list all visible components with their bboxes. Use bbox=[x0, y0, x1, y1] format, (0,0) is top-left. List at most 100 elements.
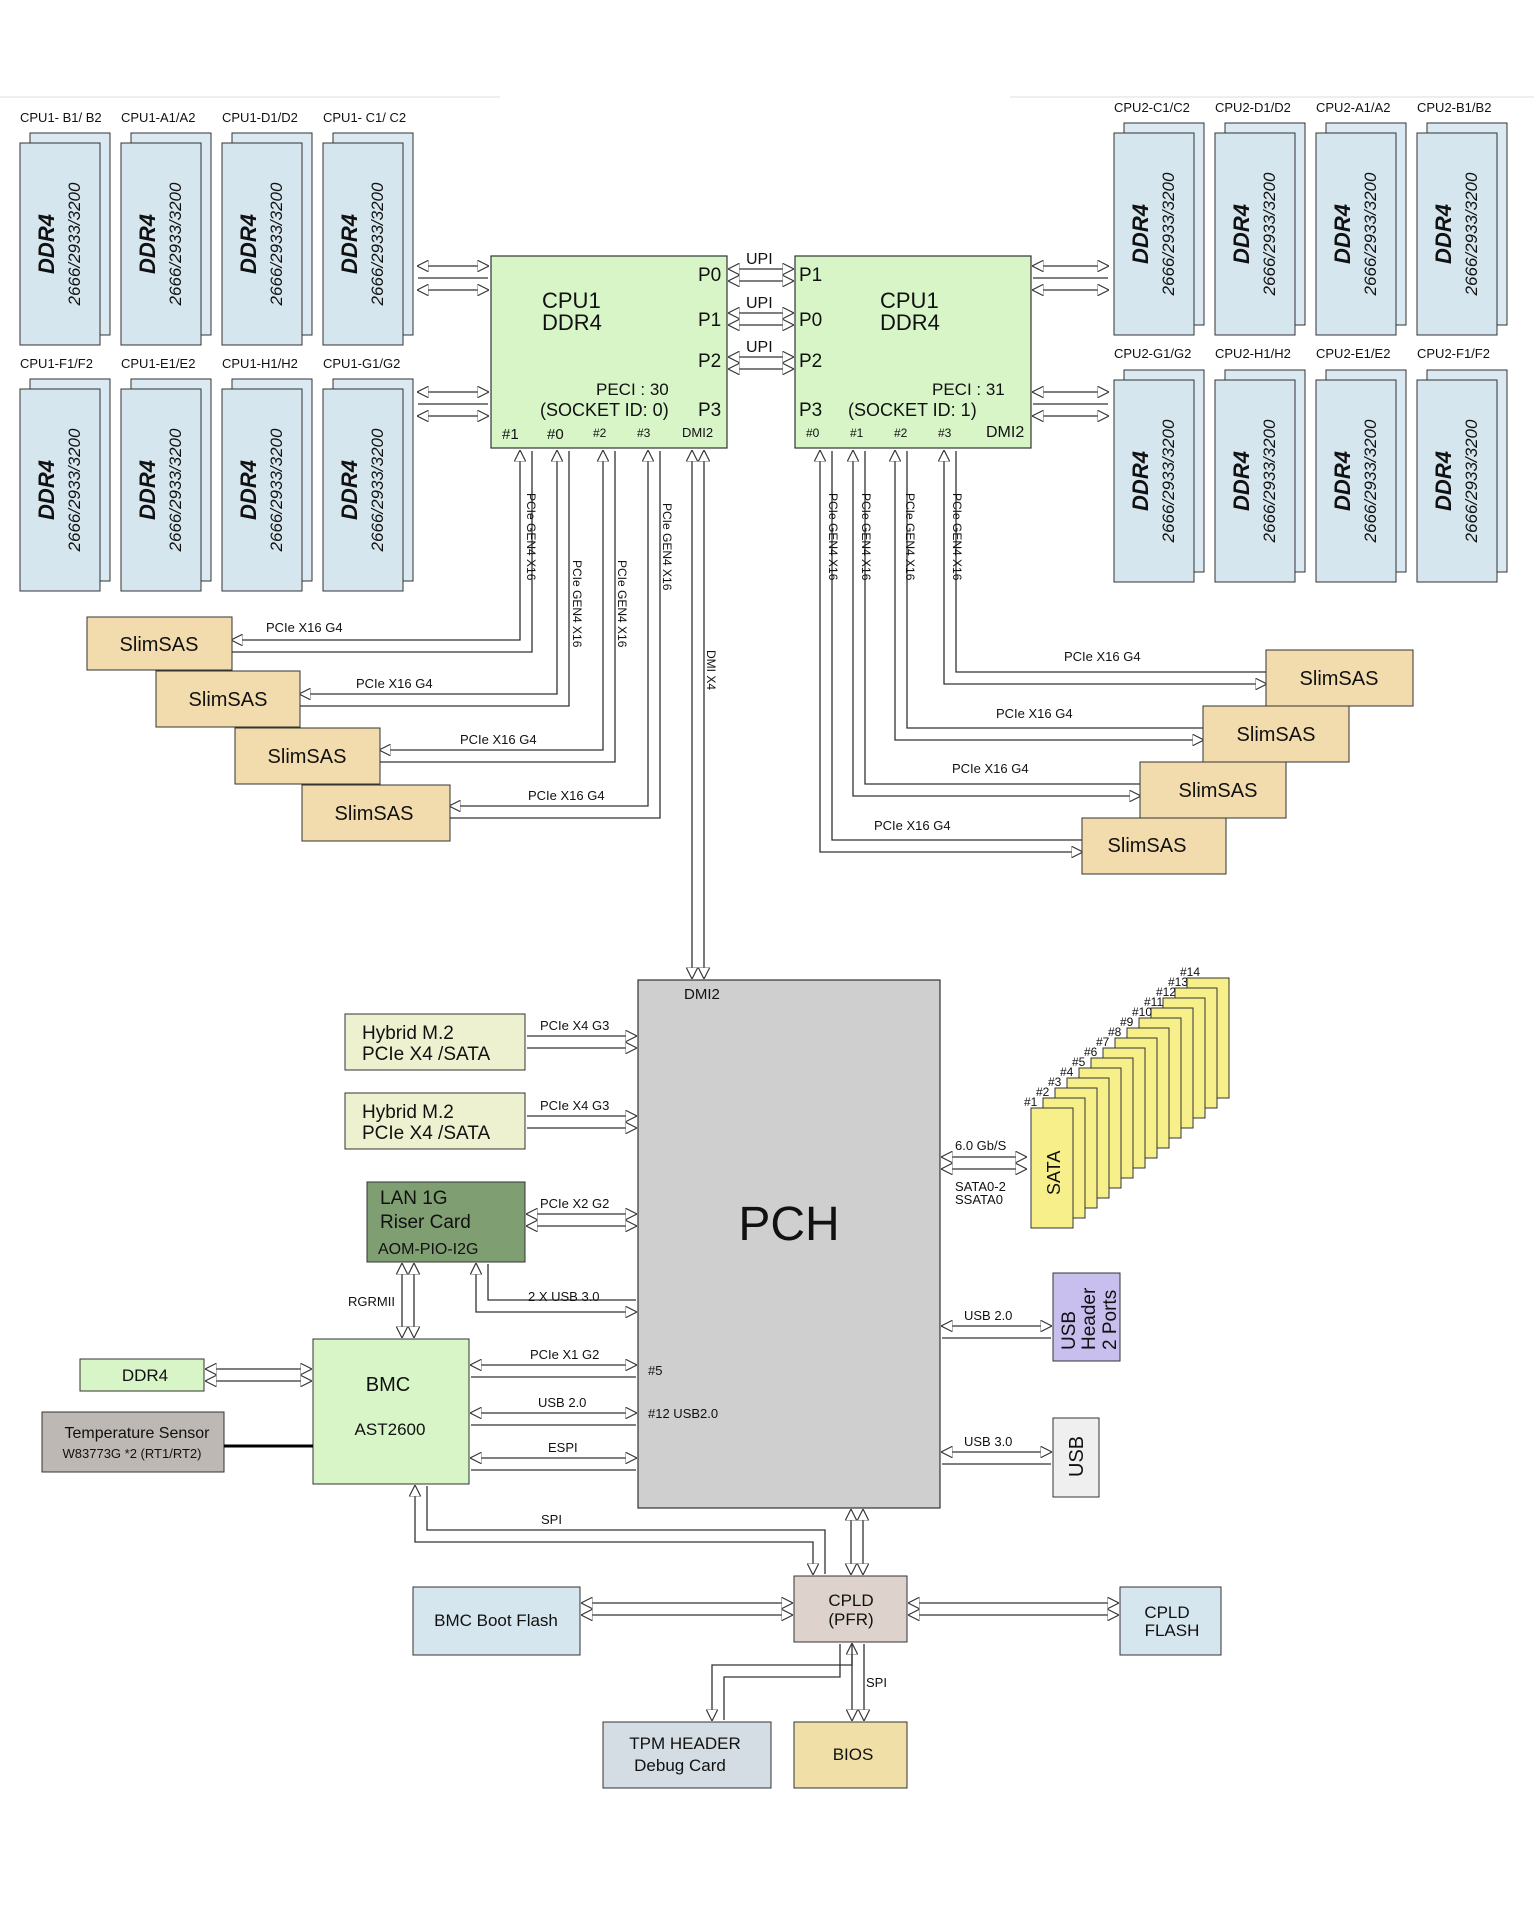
cpu2-block: CPU1 DDR4 P1 P0 P2 P3 PECI : 31 (SOCKET … bbox=[794, 255, 1032, 449]
dimm-type: DDR4 bbox=[337, 214, 362, 274]
dimm-type: DDR4 bbox=[34, 460, 59, 520]
dimm-label: CPU2-E1/E2 bbox=[1316, 346, 1390, 361]
slimsas-connector: SlimSAS bbox=[234, 727, 381, 785]
usb20-right-link: USB 2.0 bbox=[942, 1308, 1051, 1339]
cpu1-subtitle: DDR4 bbox=[542, 310, 602, 335]
cpld-flash-line2: FLASH bbox=[1145, 1621, 1200, 1640]
slimsas-label: SlimSAS bbox=[1300, 668, 1379, 690]
slimsas-connector: SlimSAS bbox=[1265, 649, 1414, 707]
dimm-speed: 2666/2933/3200 bbox=[1260, 172, 1279, 296]
cpu1-port-p1: P1 bbox=[698, 310, 721, 331]
dimm-type: DDR4 bbox=[236, 214, 261, 274]
pcie-x16-g4-label: PCIe X16 G4 bbox=[266, 620, 343, 635]
sata-port-number: #2 bbox=[1036, 1085, 1050, 1099]
bmc-block: BMC AST2600 bbox=[312, 1338, 470, 1485]
cpu1-socket: (SOCKET ID: 0) bbox=[540, 400, 669, 420]
pcie-gen4-label: PCIe GEN4 X16 bbox=[859, 493, 873, 581]
dimm-label: CPU1-F1/F2 bbox=[20, 356, 93, 371]
dimm-label: CPU1- C1/ C2 bbox=[323, 110, 406, 125]
rgrmii-label: RGRMII bbox=[348, 1294, 395, 1309]
cpu2-port-p1: P1 bbox=[799, 265, 822, 286]
pch-port5-label: #5 bbox=[648, 1363, 662, 1378]
slimsas-connector: SlimSAS bbox=[1139, 761, 1287, 819]
pcie-gen4-label: PCIe GEN4 X16 bbox=[660, 503, 674, 591]
hybrid-m2-link: PCIe X4 G3 bbox=[527, 1018, 636, 1048]
pcie-x16-g4-label: PCIe X16 G4 bbox=[528, 788, 605, 803]
dimm-speed: 2666/2933/3200 bbox=[1260, 419, 1279, 543]
cpu1-block: CPU1 DDR4 P0 P1 P2 P3 PECI : 30 (SOCKET … bbox=[490, 255, 728, 449]
bmc-pch-links: PCIe X1 G2 USB 2.0 ESPI bbox=[471, 1347, 636, 1471]
cpu1-port-p0: P0 bbox=[698, 265, 721, 286]
lan-line3: AOM-PIO-I2G bbox=[378, 1241, 478, 1258]
cpu1-pcie-port: #2 bbox=[593, 426, 607, 440]
upi-label: UPI bbox=[746, 295, 773, 312]
sata-port-number: #1 bbox=[1024, 1095, 1038, 1109]
pch-cpld-link bbox=[851, 1510, 863, 1574]
lan-usb-link: 2 X USB 3.0 bbox=[476, 1264, 636, 1312]
sata-port-number: #14 bbox=[1180, 965, 1200, 979]
cpu1-dmi: DMI2 bbox=[682, 425, 713, 440]
dimm-type: DDR4 bbox=[135, 460, 160, 520]
usb20-right-label: USB 2.0 bbox=[964, 1308, 1012, 1323]
slimsas-connector: SlimSAS bbox=[1202, 705, 1350, 763]
hybrid-m2-link-label: PCIe X4 G3 bbox=[540, 1098, 609, 1113]
dimm-speed: 2666/2933/3200 bbox=[1462, 172, 1481, 296]
pcie-gen4-label: PCIe GEN4 X16 bbox=[615, 560, 629, 648]
pcie-gen4-label: PCIe GEN4 X16 bbox=[826, 493, 840, 581]
dimm-speed: 2666/2933/3200 bbox=[368, 428, 387, 552]
ddr4-dimm: DDR4 2666/2933/3200 bbox=[322, 378, 414, 592]
lan-line2: Riser Card bbox=[380, 1212, 471, 1233]
hybrid-m2-slot: Hybrid M.2 PCIe X4 /SATA bbox=[344, 1013, 526, 1071]
sata-port-number: #3 bbox=[1048, 1075, 1062, 1089]
cpu2-title: CPU1 bbox=[880, 288, 939, 313]
slimsas-connector: SlimSAS bbox=[301, 784, 451, 842]
dimm-label: CPU1-D1/D2 bbox=[222, 110, 298, 125]
pcie-x16-g4-label: PCIe X16 G4 bbox=[996, 706, 1073, 721]
temperature-sensor: Temperature Sensor W83773G *2 (RT1/RT2) bbox=[41, 1411, 313, 1473]
usb-port-label: USB bbox=[1066, 1436, 1088, 1477]
cpu1-port-p3: P3 bbox=[698, 400, 721, 421]
sata-port-number: #5 bbox=[1072, 1055, 1086, 1069]
slimsas-connector: SlimSAS bbox=[155, 670, 301, 728]
ssata-label: SSATA0 bbox=[955, 1192, 1003, 1207]
sata-ports-label: SATA0-2 bbox=[955, 1179, 1006, 1194]
lan-line1: LAN 1G bbox=[380, 1188, 448, 1209]
sata-port-number: #8 bbox=[1108, 1025, 1122, 1039]
pch-title: PCH bbox=[738, 1198, 839, 1251]
slimsas-label: SlimSAS bbox=[1179, 780, 1258, 802]
dimm-speed: 2666/2933/3200 bbox=[65, 182, 84, 306]
cpld-line2: (PFR) bbox=[828, 1610, 873, 1629]
sata-port-number: #4 bbox=[1060, 1065, 1074, 1079]
slimsas-label: SlimSAS bbox=[120, 634, 199, 656]
pcie-gen4-label: PCIe GEN4 X16 bbox=[524, 493, 538, 581]
pch-port12-label: #12 USB2.0 bbox=[648, 1406, 718, 1421]
dimm-label: CPU2-B1/B2 bbox=[1417, 100, 1491, 115]
sata-port: #1 bbox=[1024, 1095, 1074, 1229]
pcie-gen4-label: PCIe GEN4 X16 bbox=[950, 493, 964, 581]
hybrid-m2-line1: Hybrid M.2 bbox=[362, 1023, 454, 1044]
cpld-pfr: CPLD (PFR) bbox=[793, 1575, 908, 1643]
dimm-type: DDR4 bbox=[1330, 451, 1355, 511]
cpu2-dmi: DMI2 bbox=[986, 424, 1024, 441]
dmi-link: DMI X4 bbox=[692, 451, 718, 978]
bios-label: BIOS bbox=[833, 1745, 874, 1764]
tpm-line1: TPM HEADER bbox=[629, 1734, 740, 1753]
cpu2-slimsas-group: SlimSAS SlimSAS SlimSAS SlimSAS bbox=[1081, 649, 1414, 875]
usb-header: USB Header 2 Ports bbox=[1052, 1272, 1121, 1362]
dimm-type: DDR4 bbox=[337, 460, 362, 520]
lan-link-label: PCIe X2 G2 bbox=[540, 1196, 609, 1211]
cpu2-port-p2: P2 bbox=[799, 351, 822, 372]
usb30-right-label: USB 3.0 bbox=[964, 1434, 1012, 1449]
hybrid-m2-link-label: PCIe X4 G3 bbox=[540, 1018, 609, 1033]
temp-line2: W83773G *2 (RT1/RT2) bbox=[63, 1446, 202, 1461]
